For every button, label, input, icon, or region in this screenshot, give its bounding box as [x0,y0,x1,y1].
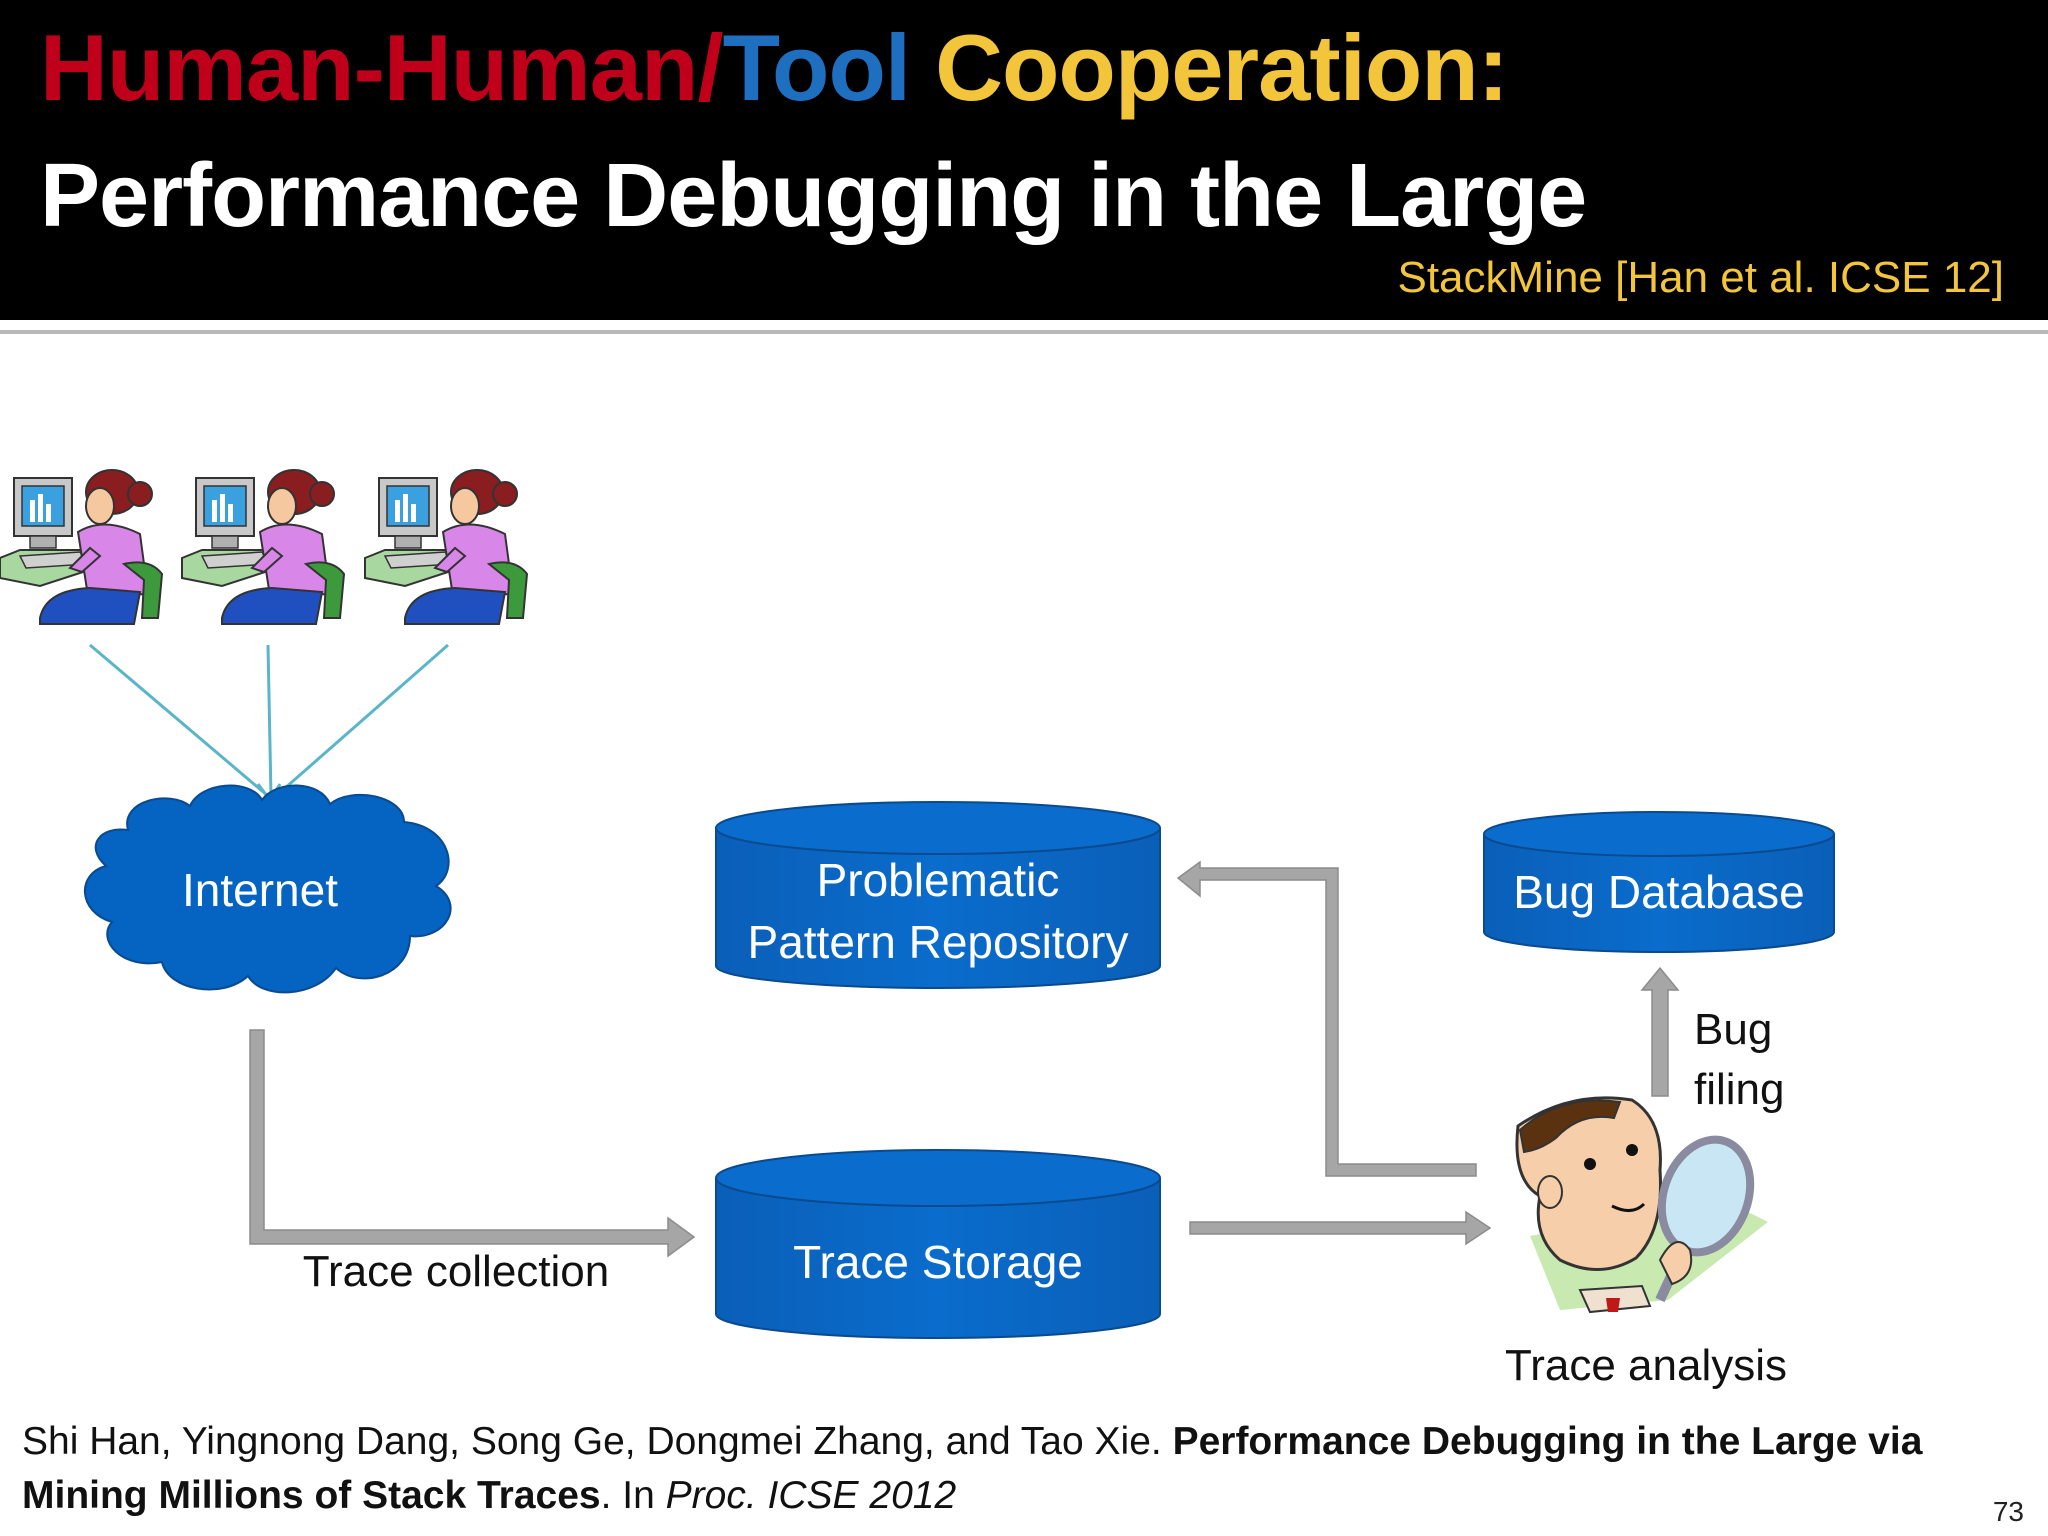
analyst-icon [1515,1096,1768,1314]
pattern-repository-db [715,801,1161,989]
bug-filing-label-line2: filing [1694,1065,1785,1114]
internet-label: Internet [182,864,338,916]
storage-to-analysis-arrow [1189,1210,1492,1246]
citation-authors: Shi Han, Yingnong Dang, Song Ge, Dongmei… [22,1420,1173,1463]
title-part-human: Human-Human/ [40,15,724,120]
trace-collection-label: Trace collection [303,1247,610,1296]
analysis-to-repository-arrow [1176,860,1477,1177]
title-divider [0,320,2048,326]
repository-label-line2: Pattern Repository [748,916,1129,968]
user-icon-2 [181,469,345,625]
citation: Shi Han, Yingnong Dang, Song Ge, Dongmei… [22,1415,2002,1523]
slide-title: Human-Human/Tool Cooperation: [40,14,1509,122]
title-part-tool: Tool [722,15,911,120]
title-banner: Human-Human/Tool Cooperation: Performanc… [0,0,2048,320]
title-divider-shadow [0,330,2048,334]
repository-label-line1: Problematic [817,854,1060,906]
citation-venue: Proc. ICSE 2012 [665,1474,957,1517]
user-icon-1 [0,469,163,625]
bug-database-db [1483,811,1835,953]
internet-cloud [83,784,452,994]
bug-filing-label-line1: Bug [1694,1005,1772,1054]
user-connections [89,643,449,803]
trace-analysis-label: Trace analysis [1505,1341,1787,1390]
trace-collection-arrow [249,1029,696,1258]
page-number: 73 [1992,1496,2024,1527]
trace-storage-label: Trace Storage [793,1236,1083,1288]
slide-subtitle: Performance Debugging in the Large [40,146,1587,246]
bug-database-label: Bug Database [1513,866,1805,918]
reference-tag: StackMine [Han et al. ICSE 12] [1397,253,2004,302]
bug-filing-arrow [1640,966,1680,1097]
flow-arrows [249,860,1680,1258]
citation-title: Performance Debugging in the Large via M… [22,1420,1923,1517]
trace-storage-db [715,1149,1161,1339]
citation-venue-prefix: . In [600,1474,666,1517]
user-icon-3 [364,469,528,625]
title-part-cooperation: Cooperation: [910,15,1509,120]
